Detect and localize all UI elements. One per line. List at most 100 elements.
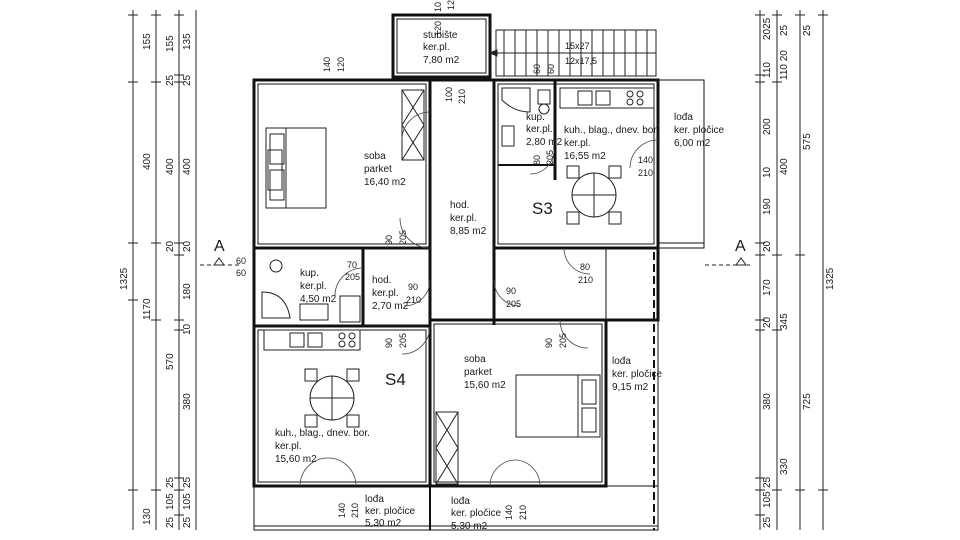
right-dimension-chain xyxy=(755,10,828,530)
room-floor: ker. pločice xyxy=(674,125,724,136)
dim-label: 1325 xyxy=(825,267,836,290)
dim-label: 345 xyxy=(779,313,790,330)
dim-label: 10 xyxy=(182,323,193,335)
room-area: 4,50 m2 xyxy=(300,294,337,305)
room-area: 15,60 m2 xyxy=(275,454,317,465)
room-kup-top: kup. ker.pl. 2,80 m2 xyxy=(526,112,563,148)
dim-label: 1325 xyxy=(119,267,130,290)
door-dim: 210 xyxy=(638,168,653,178)
room-name: kuh., blag., dnev. bor. xyxy=(275,428,370,439)
dim-label: 25 xyxy=(182,476,193,488)
room-lodja-right: lođa ker. pločice 9,15 m2 xyxy=(612,356,662,393)
dim-label: 130 xyxy=(142,508,153,525)
door-arcs xyxy=(299,111,659,487)
kitchen-counter-top xyxy=(559,87,655,109)
room-area: 16,40 m2 xyxy=(364,177,406,188)
left-dimension-labels: 155 400 1325 1170 570 380 130 155 25 400… xyxy=(119,33,193,528)
door-dim: 90 xyxy=(408,282,418,292)
room-name: lođa xyxy=(451,496,470,507)
room-name: soba xyxy=(464,354,486,365)
dim-label: 575 xyxy=(802,133,813,150)
room-floor: ker.pl. xyxy=(450,213,477,224)
room-floor: parket xyxy=(364,164,392,175)
room-name: hod. xyxy=(372,275,391,286)
dim-label: 135 xyxy=(182,33,193,50)
room-kuh-top: kuh., blag., dnev. bor. ker.pl. 16,55 m2 xyxy=(564,125,659,162)
dim-label: 20 xyxy=(182,240,193,252)
door-dim: 140 xyxy=(504,505,514,520)
door-dim: 120 xyxy=(336,57,346,72)
room-hodnik-left: hod. ker.pl. 2,70 m2 xyxy=(372,275,409,312)
dim-label: 20 xyxy=(762,240,773,252)
room-name: kuh., blag., dnev. bor. xyxy=(564,125,659,136)
dim-label: 380 xyxy=(182,393,193,410)
dim-label: 25 xyxy=(182,74,193,86)
room-lodja-bottom-mid: lođa ker. pločice 5,30 m2 xyxy=(451,496,501,532)
room-name: kup. xyxy=(300,268,319,279)
room-kup-left: kup. ker.pl. 4,50 m2 xyxy=(300,268,337,305)
room-name: lođa xyxy=(612,356,631,367)
door-dim: 60 xyxy=(546,64,556,74)
room-floor: ker.pl. xyxy=(372,288,399,299)
dim-label: 380 xyxy=(762,393,773,410)
dim-label: 155 xyxy=(142,33,153,50)
door-dim: 70 xyxy=(347,260,357,270)
unit-label-s3: S3 xyxy=(532,199,553,218)
dim-label: 110 xyxy=(762,62,773,78)
door-dim: 90 xyxy=(544,338,554,348)
room-area: 2,80 m2 xyxy=(526,137,563,148)
dim-label: 110 20 xyxy=(779,50,790,80)
room-floor: ker.pl. xyxy=(275,441,302,452)
walls xyxy=(252,13,705,531)
room-area: 7,80 m2 xyxy=(423,55,460,66)
right-dimension-labels: 2025 110 200 10 190 20 170 20 345 380 33… xyxy=(762,17,836,528)
room-floor: ker.pl. xyxy=(423,42,450,53)
section-marker-left: A xyxy=(200,238,240,266)
dim-label: 105 xyxy=(182,493,193,510)
room-area: 9,15 m2 xyxy=(612,382,649,393)
dim-label: 10 xyxy=(762,166,773,178)
dim-label: 20 xyxy=(762,316,773,328)
room-area: 8,85 m2 xyxy=(450,226,487,237)
dim-label: 400 xyxy=(779,158,790,175)
dim-label: 400 xyxy=(165,158,176,175)
room-floor: ker. pločice xyxy=(612,369,662,380)
dim-label: 25 xyxy=(165,74,176,86)
door-dim: 60 xyxy=(236,268,246,278)
left-dimension-chain xyxy=(128,10,197,530)
door-dim: 205 xyxy=(545,150,555,165)
door-dimensions: 10 120 120 140 120 100 210 60 60 80 205 … xyxy=(236,0,653,520)
room-floor: ker.pl. xyxy=(526,124,553,135)
room-soba-top: soba parket 16,40 m2 xyxy=(364,151,406,188)
dim-label: 200 xyxy=(762,118,773,135)
door-dim: 210 xyxy=(406,295,421,305)
dim-label: 330 xyxy=(779,458,790,475)
room-name: stubište xyxy=(423,30,458,41)
stairs-dim-1: 15x27 xyxy=(565,41,590,51)
dim-label: 25 xyxy=(762,476,773,488)
door-dim: 90 xyxy=(506,286,516,296)
door-dim: 140 xyxy=(337,503,347,518)
dim-label: 400 xyxy=(182,158,193,175)
room-lodja-bottom-left: lođa ker. pločice 5,30 m2 xyxy=(365,494,415,529)
door-dim: 140 xyxy=(638,155,653,165)
door-dim: 100 xyxy=(444,87,454,102)
room-kuh-bottom: kuh., blag., dnev. bor. ker.pl. 15,60 m2 xyxy=(275,428,370,465)
room-area: 16,55 m2 xyxy=(564,151,606,162)
door-dim: 205 xyxy=(398,333,408,348)
door-dim: 120 xyxy=(433,21,443,36)
dim-label: 105 xyxy=(762,491,773,508)
dim-label: 725 xyxy=(802,393,813,410)
room-floor: ker.pl. xyxy=(564,138,591,149)
dim-label: 400 xyxy=(142,153,153,170)
dim-label: 25 xyxy=(182,516,193,528)
dim-label: 170 xyxy=(762,279,773,296)
staircase xyxy=(488,29,657,77)
door-dim: 210 xyxy=(350,503,360,518)
bathroom-fixtures-left xyxy=(261,259,361,323)
door-dim: 205 xyxy=(345,272,360,282)
wardrobe-bottom xyxy=(435,411,459,485)
room-name: hod. xyxy=(450,200,469,211)
dim-label: 2025 xyxy=(762,17,773,40)
